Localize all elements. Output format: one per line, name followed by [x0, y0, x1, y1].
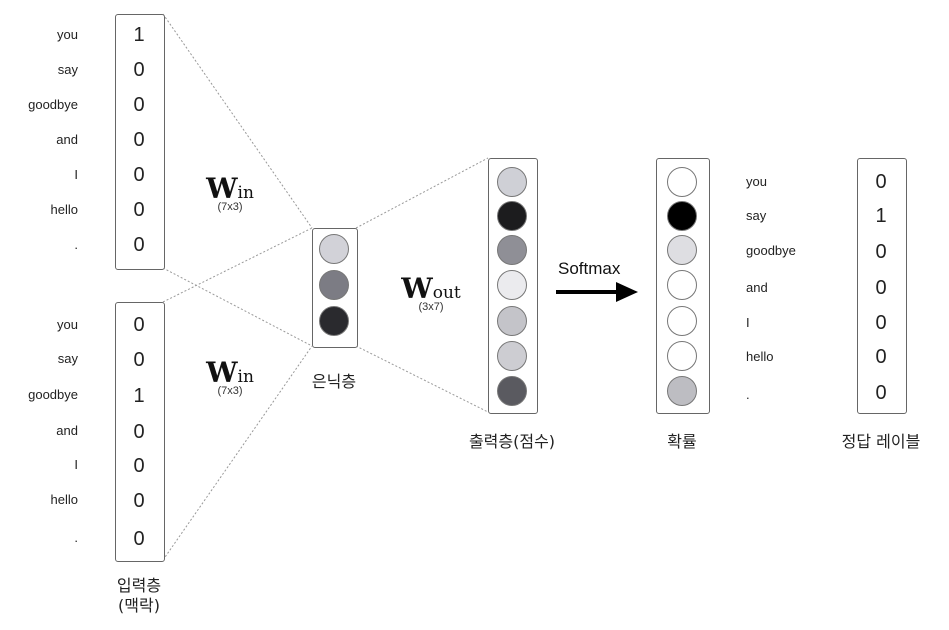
w-in-bottom-dimension: (7x3)	[217, 385, 243, 397]
w-in-bottom-subscript: in	[237, 367, 254, 387]
input-top-word: I	[74, 167, 78, 182]
output-neuron	[497, 341, 527, 371]
input-top-value: 1	[133, 24, 145, 46]
input-bottom-word: and	[56, 423, 78, 438]
input-bottom-word: goodbye	[28, 387, 78, 402]
hidden-neuron	[319, 234, 349, 264]
answer-value: 0	[875, 312, 887, 334]
softmax-arrow	[556, 282, 638, 302]
output-neuron	[497, 306, 527, 336]
input-bottom-value: 0	[133, 349, 145, 371]
input-bottom-value: 0	[133, 314, 145, 336]
input-top-word: .	[74, 237, 78, 252]
line-bottom-input-to-hidden-lower	[162, 345, 313, 561]
answer-word: .	[746, 387, 750, 402]
answer-value: 1	[875, 205, 887, 227]
probability-neuron	[667, 341, 697, 371]
input-bottom-value: 0	[133, 421, 145, 443]
probability-caption: 확률	[667, 432, 697, 451]
output-layer-caption: 출력층(점수)	[468, 432, 556, 451]
line-top-input-to-hidden-lower	[162, 267, 313, 347]
line-hidden-to-output-lower	[355, 345, 489, 413]
w-out-symbol: W	[401, 272, 433, 305]
input-bottom-box	[115, 302, 165, 562]
input-layer-caption: 입력층 (맥락)	[99, 576, 179, 616]
output-neuron	[497, 235, 527, 265]
input-bottom-word: hello	[50, 492, 78, 507]
input-layer-caption-line1: 입력층	[116, 576, 162, 595]
w-out-dimension: (3x7)	[418, 301, 444, 313]
input-bottom-value: 0	[133, 490, 145, 512]
w-out-subscript: out	[432, 283, 461, 303]
w-in-top-dimension: (7x3)	[217, 201, 243, 213]
probability-neuron	[667, 270, 697, 300]
input-top-value: 0	[133, 94, 145, 116]
answer-word: I	[746, 315, 750, 330]
input-bottom-value: 0	[133, 528, 145, 550]
input-layer-caption-line2: (맥락)	[118, 596, 160, 615]
w-in-top-symbol: W	[206, 172, 238, 205]
input-top-word: hello	[50, 202, 78, 217]
hidden-neuron	[319, 270, 349, 300]
output-neuron	[497, 201, 527, 231]
input-bottom-value: 1	[133, 385, 145, 407]
answer-value: 0	[875, 171, 887, 193]
answer-value: 0	[875, 346, 887, 368]
hidden-neuron	[319, 306, 349, 336]
w-in-bottom-symbol: W	[206, 356, 238, 389]
line-top-input-to-hidden-upper	[162, 13, 313, 229]
input-top-value: 0	[133, 164, 145, 186]
probability-neuron	[667, 201, 697, 231]
output-neuron	[497, 167, 527, 197]
answer-word: and	[746, 280, 768, 295]
hidden-layer-caption: 은닉층	[311, 372, 357, 391]
answer-word: you	[746, 174, 767, 189]
answer-value: 0	[875, 277, 887, 299]
answer-word: goodbye	[746, 243, 796, 258]
input-top-box	[115, 14, 165, 270]
answer-word: say	[746, 208, 767, 223]
answer-label-box	[857, 158, 907, 414]
line-hidden-to-output-upper	[355, 157, 489, 229]
answer-label-caption: 정답 레이블	[841, 432, 921, 451]
w-in-bottom-label: Win (7x3)	[190, 356, 270, 397]
input-bottom-word: I	[74, 457, 78, 472]
input-bottom-word: you	[57, 317, 78, 332]
w-out-label: Wout (3x7)	[388, 272, 474, 313]
w-in-top-label: Win (7x3)	[190, 172, 270, 213]
answer-value: 0	[875, 382, 887, 404]
w-in-top-subscript: in	[237, 183, 254, 203]
answer-value: 0	[875, 241, 887, 263]
input-top-word: you	[57, 27, 78, 42]
input-bottom-value: 0	[133, 455, 145, 477]
softmax-label: Softmax	[558, 259, 621, 278]
input-top-value: 0	[133, 129, 145, 151]
input-top-value: 0	[133, 234, 145, 256]
input-top-word: say	[57, 62, 78, 77]
line-bottom-input-to-hidden-upper	[162, 227, 313, 303]
input-top-value: 0	[133, 59, 145, 81]
input-top-value: 0	[133, 199, 145, 221]
output-neuron	[497, 376, 527, 406]
output-neuron	[497, 270, 527, 300]
probability-neuron	[667, 167, 697, 197]
answer-word: hello	[746, 349, 774, 364]
probability-neuron	[667, 235, 697, 265]
input-bottom-word: .	[74, 530, 78, 545]
probability-neuron	[667, 376, 697, 406]
input-bottom-word: say	[57, 351, 78, 366]
input-top-word: goodbye	[28, 97, 78, 112]
input-top-word: and	[56, 132, 78, 147]
probability-neuron	[667, 306, 697, 336]
